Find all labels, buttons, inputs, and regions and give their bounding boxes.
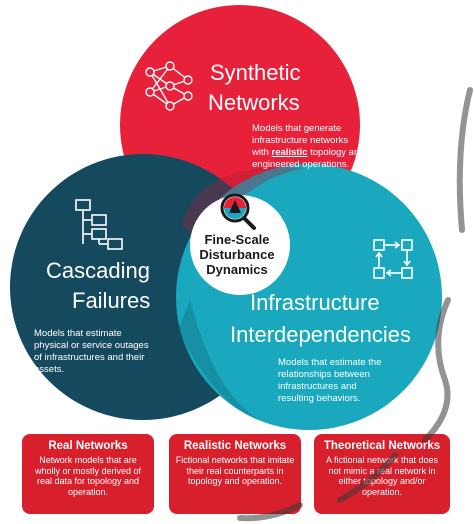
synthetic-title-line2: Networks <box>208 90 300 115</box>
infra-title-line2: Interdependencies <box>230 322 411 347</box>
synthetic-desc-line4: engineered operations. <box>252 159 349 170</box>
center-hub <box>190 195 290 295</box>
card-theoretical-title: Theoretical Networks <box>323 440 441 452</box>
infra-desc-line3: infrastructures and <box>278 381 357 392</box>
cascading-desc-line1: Models that estimate <box>34 328 122 339</box>
cycle-arrows-icon <box>373 239 413 279</box>
cascading-desc-line3: of infrastructures and their <box>34 352 144 363</box>
infra-desc-line4: resulting behaviors. <box>278 393 360 404</box>
center-line2: Disturbance <box>199 247 274 262</box>
card-real-networks: Real Networks Network models that are wh… <box>22 434 154 514</box>
overlap-dark-teal <box>178 300 260 420</box>
card-theoretical-networks: Theoretical Networks A fictional network… <box>314 434 450 514</box>
card-real-title: Real Networks <box>48 440 128 452</box>
synthetic-desc-with: with <box>251 147 269 158</box>
card-theoretical-desc: A fictional network that does not mimic … <box>325 455 439 497</box>
synthetic-desc-line1: Models that generate <box>252 123 341 134</box>
cascading-desc-line4: assets. <box>34 364 64 375</box>
cascading-title-line1: Cascading <box>46 258 150 283</box>
hierarchy-icon <box>75 199 123 250</box>
card-realistic-desc: Fictional networks that imitate their re… <box>175 455 295 486</box>
neural-network-icon <box>145 61 193 111</box>
synthetic-desc-rest: topology and <box>310 147 364 158</box>
magnifier-icon <box>220 193 256 230</box>
synthetic-title-line1: Synthetic <box>210 60 301 85</box>
synthetic-desc-line3: with realistic topology and <box>251 147 365 158</box>
infra-title-line1: Infrastructure <box>250 290 380 315</box>
card-realistic-title: Realistic Networks <box>183 440 287 452</box>
synthetic-desc-line2: infrastructure networks <box>252 135 348 146</box>
synthetic-desc-realistic: realistic <box>272 147 308 158</box>
cascading-title-line2: Failures <box>72 288 150 313</box>
infra-desc-line2: relationships between <box>278 369 370 380</box>
cascading-desc-line2: physical or service outages <box>34 340 149 351</box>
card-real-desc: Network models that are wholly or mostly… <box>34 455 142 497</box>
infra-desc-line1: Models that estimate the <box>278 357 382 368</box>
center-line1: Fine-Scale <box>204 232 269 247</box>
center-line3: Dynamics <box>206 262 267 277</box>
card-realistic-networks: Realistic Networks Fictional networks th… <box>169 434 301 514</box>
